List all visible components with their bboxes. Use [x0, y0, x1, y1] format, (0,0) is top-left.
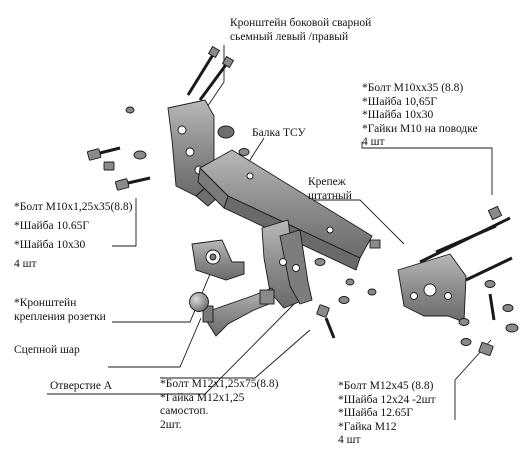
label-bolts-bottom-right-5: 4 шт	[338, 434, 361, 446]
label-bolts-bottom-right-1: *Болт М12х45 (8.8)	[338, 380, 434, 392]
label-bolts-left-4: 4 шт	[14, 258, 37, 270]
label-bolts-right: *Болт М10хх35 (8.8) *Шайба 10,65Г *Шайба…	[362, 82, 478, 150]
label-bolts-bottom-2: *Гайка М12х1,25	[160, 391, 245, 404]
label-beam: Балка ТСУ	[252, 127, 306, 139]
leader-lines	[47, 45, 493, 420]
label-bolts-right-3: *Шайба 10х30	[362, 109, 434, 121]
fasteners	[86, 106, 519, 356]
label-bolts-right-1: *Болт М10хх35 (8.8)	[362, 82, 464, 94]
label-bolts-bottom-3: самостоп.	[160, 405, 209, 417]
label-mounting: Крепеж штатный	[308, 176, 352, 203]
label-side-bracket-line1: Кронштейн боковой сварной	[230, 17, 372, 29]
label-mounting-line2: штатный	[308, 189, 352, 202]
label-bolts-bottom-right-4: *Гайка М12	[338, 420, 397, 433]
hitch-plates	[261, 219, 313, 309]
label-bolts-bottom-right-2: *Шайба 12х24 -2шт	[338, 393, 436, 406]
label-bolts-left: *Болт М10х1,25х35(8.8) *Шайба 10.65Г *Ша…	[14, 198, 132, 274]
label-bolts-left-3: *Шайба 10х30	[14, 239, 86, 251]
label-side-bracket: Кронштейн боковой сварной сьемный левый …	[230, 17, 371, 44]
label-tow-ball: Сцепной шар	[14, 344, 80, 356]
label-socket-bracket-line2: крепления розетки	[14, 311, 106, 323]
label-bolts-right-4: *Гайки М10 на поводке	[362, 122, 478, 135]
label-bolts-bottom-right-3: *Шайба 12.65Г	[338, 407, 413, 419]
label-socket-bracket: *Кронштейн крепления розетки	[14, 296, 106, 324]
label-bolts-right-2: *Шайба 10,65Г	[362, 95, 437, 108]
label-socket-bracket-line1: *Кронштейн	[14, 297, 77, 309]
socket-bracket	[191, 239, 245, 281]
label-side-bracket-line2: сьемный левый /правый	[230, 30, 349, 43]
label-bolts-bottom: *Болт М12х1,25х75(8.8) *Гайка М12х1,25 с…	[160, 378, 278, 432]
label-bolts-left-2: *Шайба 10.65Г	[14, 220, 89, 232]
side-bracket-right	[369, 205, 513, 323]
tow-ball-mount	[189, 287, 275, 337]
label-hole-a: Отверстие А	[50, 380, 113, 392]
label-bolts-right-5: 4 шт	[362, 136, 385, 148]
label-bolts-bottom-4: 2шт.	[160, 418, 182, 431]
label-mounting-line1: Крепеж	[308, 176, 346, 188]
label-bolts-left-1: *Болт М10х1,25х35(8.8)	[14, 201, 133, 213]
label-bolts-bottom-right: *Болт М12х45 (8.8) *Шайба 12х24 -2шт *Ша…	[338, 380, 436, 448]
label-bolts-bottom-1: *Болт М12х1,25х75(8.8)	[160, 378, 279, 390]
